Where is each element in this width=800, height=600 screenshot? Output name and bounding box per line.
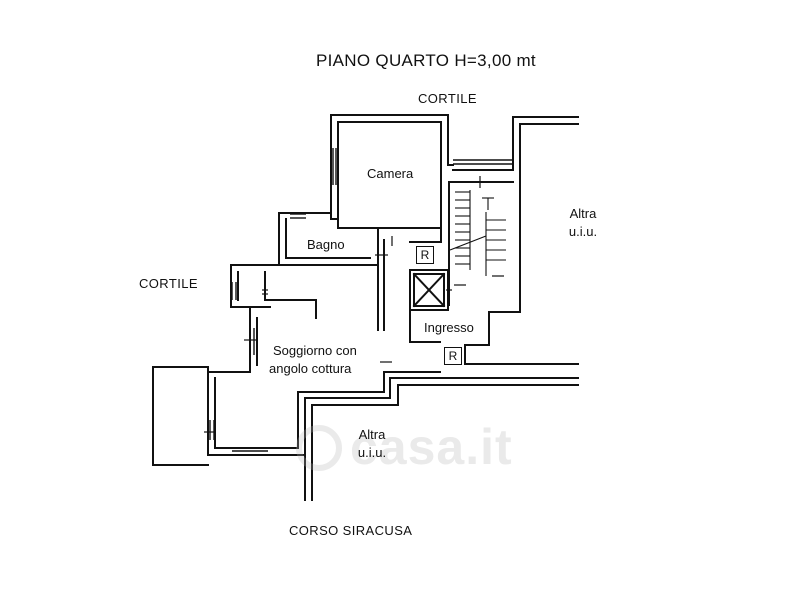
wall-bottom-unit-top — [311, 384, 579, 406]
wall-terrace — [152, 366, 209, 456]
label-cortile-top: CORTILE — [418, 91, 477, 106]
wall-bagno-inner — [285, 218, 371, 259]
room-soggiorno-line1: Soggiorno con — [273, 343, 357, 358]
watermark: casa.it — [350, 419, 513, 475]
room-camera: Camera — [367, 166, 414, 181]
wall-camera — [330, 114, 454, 166]
room-ingresso: Ingresso — [424, 320, 474, 335]
wall-balcony-box — [230, 264, 271, 308]
room-altra-bottom-line1: Altra — [358, 427, 386, 442]
wall-soggiorno-bottom-b — [304, 377, 579, 399]
wall-soggiorno-top — [264, 271, 317, 319]
room-altra-right-line2: u.i.u. — [568, 224, 598, 239]
room-soggiorno-line2: angolo cottura — [269, 361, 352, 376]
wall-neighbour-top — [452, 116, 579, 171]
lift-x2 — [412, 272, 446, 308]
label-corso-siracusa: CORSO SIRACUSA — [289, 523, 413, 538]
wall-ingresso-right — [464, 311, 490, 365]
wall-terrace-left — [152, 366, 209, 466]
plan-title: PIANO QUARTO H=3,00 mt — [316, 51, 536, 70]
riser-marker-lower: R — [444, 347, 462, 365]
room-altra-bottom-line2: u.i.u. — [357, 445, 387, 460]
label-cortile-left: CORTILE — [139, 276, 198, 291]
wall-hall — [409, 227, 442, 243]
wall-soggiorno-left — [207, 306, 251, 373]
riser-marker-upper: R — [416, 246, 434, 264]
wall-soggiorno-bottom-a — [297, 371, 441, 393]
lift-inner — [413, 273, 445, 307]
room-bagno: Bagno — [307, 237, 345, 252]
wall-bagno — [278, 212, 339, 220]
watermark-logo-icon — [296, 425, 342, 471]
wall-neighbour-inner — [488, 123, 521, 313]
room-altra-right-line1: Altra — [569, 206, 597, 221]
